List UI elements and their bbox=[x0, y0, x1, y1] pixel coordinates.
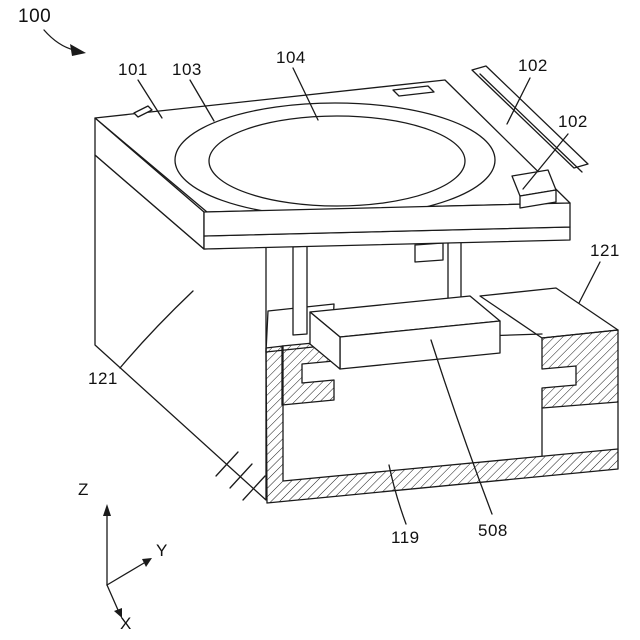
ref-label-103: 103 bbox=[172, 60, 202, 79]
corner-notch bbox=[133, 105, 153, 118]
axis-label-z: Z bbox=[78, 480, 89, 499]
ref-label-102-lower: 102 bbox=[558, 112, 588, 131]
y-axis bbox=[106, 562, 145, 586]
ref-label-102-upper: 102 bbox=[518, 56, 548, 75]
right-rail-section bbox=[541, 329, 619, 409]
bottom-plate-section bbox=[265, 345, 619, 504]
y-axis-arrowhead bbox=[142, 558, 152, 567]
x-axis bbox=[106, 584, 119, 611]
leader-119 bbox=[388, 464, 407, 525]
wafer-disc bbox=[208, 115, 466, 207]
ref-label-100: 100 bbox=[18, 6, 52, 27]
ref-label-104: 104 bbox=[276, 48, 306, 67]
section-hatching bbox=[265, 329, 619, 504]
x-axis-arrowhead bbox=[114, 608, 122, 618]
leader-103 bbox=[189, 79, 215, 122]
ref-label-121-left: 121 bbox=[88, 369, 118, 388]
coordinate-axes bbox=[103, 504, 152, 618]
leader-121-right bbox=[578, 261, 601, 304]
leader-101 bbox=[137, 79, 163, 119]
ref-label-119: 119 bbox=[391, 528, 420, 547]
ref-label-101: 101 bbox=[118, 60, 148, 79]
axis-label-x: X bbox=[120, 614, 132, 633]
rail-end-block-face bbox=[519, 189, 557, 209]
ref-label-508: 508 bbox=[478, 521, 508, 540]
z-axis-arrowhead bbox=[103, 504, 111, 516]
leader-104 bbox=[292, 67, 319, 121]
axis-label-y: Y bbox=[156, 541, 168, 560]
wafer bbox=[174, 102, 496, 218]
rear-tab bbox=[392, 85, 435, 97]
front-guide-bar bbox=[203, 202, 571, 237]
leader-100 bbox=[43, 29, 75, 51]
support-posts bbox=[292, 241, 462, 336]
leader-102-upper bbox=[506, 77, 531, 125]
center-block bbox=[309, 295, 501, 370]
leader-508 bbox=[430, 339, 493, 515]
left-post bbox=[292, 245, 308, 336]
leader-100-arrowhead bbox=[70, 44, 86, 56]
ground-break-marks bbox=[215, 451, 266, 501]
leader-121-left bbox=[119, 290, 194, 369]
leader-102-lower bbox=[522, 133, 569, 190]
ref-label-121-right: 121 bbox=[590, 241, 620, 260]
bracket bbox=[414, 242, 444, 263]
leader-lines bbox=[43, 29, 601, 525]
